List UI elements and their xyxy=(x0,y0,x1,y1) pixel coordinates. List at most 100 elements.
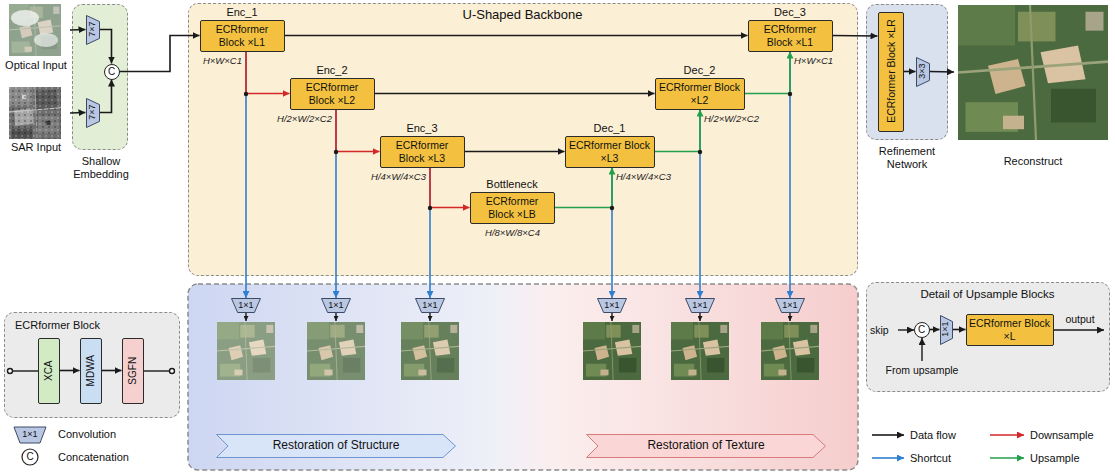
node-label: 1×1 xyxy=(600,300,624,310)
heading: Enc_1 xyxy=(201,6,284,19)
flow-arrow xyxy=(285,35,748,37)
input-images xyxy=(9,4,61,139)
port-label: From upsample xyxy=(872,364,972,376)
stage-banner: Restoration of Texture xyxy=(586,434,826,458)
dimension-label: H/4×W/4×C3 xyxy=(362,172,426,183)
node-label: 1×1 xyxy=(324,300,348,310)
conv-block: 7×7 xyxy=(86,98,100,128)
node-label: C xyxy=(107,66,117,78)
conv-block: 7×7 xyxy=(86,15,100,45)
node-label: C xyxy=(917,324,927,336)
node-label: 1×1 xyxy=(418,300,442,310)
node-label: ECRformer Block ×L xyxy=(969,317,1051,341)
node-label: ECRformer Block ×L1 xyxy=(751,23,830,47)
conv-block: 1×1 xyxy=(231,298,261,313)
transformer-block: Enc_3ECRformer Block ×L3 xyxy=(380,136,465,168)
transformer-block: Enc_2ECRformer Block ×L2 xyxy=(290,78,375,110)
node-label: ECRformer Block ×L2 xyxy=(658,81,742,105)
node-label: ECRformer Block ×LB xyxy=(473,195,552,219)
heading: Shallow Embedding xyxy=(61,155,141,180)
heading: Detail of Upsample Blocks xyxy=(867,288,1108,301)
stage-banner: Restoration of Structure xyxy=(216,434,456,458)
module-panel: ECRformer BlockXCA MDWA SGFN xyxy=(4,312,180,418)
dimension-label: H/2×W/2×C2 xyxy=(704,114,774,125)
port-label: output xyxy=(1056,313,1104,325)
conv-block: 1×1 xyxy=(415,298,445,313)
node-label: XCA xyxy=(43,360,55,381)
node-label: 1×1 xyxy=(941,322,951,337)
transformer-block: Dec_1ECRformer Block ×L3 xyxy=(565,136,655,168)
legend-label: Downsample xyxy=(1030,429,1094,442)
node-label: 1×1 xyxy=(778,300,802,310)
dimension-label: H/8×W/8×C4 xyxy=(470,228,555,239)
conv-block: 1×1 xyxy=(597,298,627,313)
heading: Optical Input xyxy=(2,59,70,72)
node-label: ECRformer Block ×L1 xyxy=(203,23,282,47)
node-label: 7×7 xyxy=(87,105,97,120)
node-label: ECRformer Block ×L3 xyxy=(568,139,652,163)
node-label: SGFN xyxy=(127,357,139,385)
module-block: XCA xyxy=(38,338,60,404)
heading: Refinement Network xyxy=(859,145,955,170)
node-label: MDWA xyxy=(85,355,97,386)
transformer-block: BottleneckECRformer Block ×LB xyxy=(470,192,555,224)
legend-symbol-label: 1×1 xyxy=(14,429,46,439)
flow-arrow xyxy=(904,71,916,73)
heading: Dec_3 xyxy=(749,6,832,19)
flow-arrow xyxy=(930,329,940,331)
heading: SAR Input xyxy=(2,141,70,154)
conv-block: 1×1 xyxy=(775,298,805,313)
legend-label: Upsample xyxy=(1030,452,1080,465)
heading: Bottleneck xyxy=(471,178,554,191)
node-label: 1×1 xyxy=(688,300,712,310)
dimension-label: H/2×W/2×C2 xyxy=(268,114,332,125)
legend-label: Data flow xyxy=(910,429,956,442)
port-label: skip xyxy=(870,324,898,336)
legend-label: Concatenation xyxy=(58,451,129,464)
node-label: 7×7 xyxy=(87,22,97,37)
input-image: SAR Input xyxy=(2,84,70,158)
output-image: Reconstruct xyxy=(954,3,1112,175)
transformer-block: Enc_1ECRformer Block ×L1 xyxy=(200,20,285,52)
module-block: SGFN xyxy=(122,338,144,404)
flow-arrow xyxy=(375,93,655,95)
node-label: ECRformer Block ×LR xyxy=(884,20,896,124)
module-block: MDWA xyxy=(80,338,102,404)
flow-arrow xyxy=(102,370,122,372)
legend-symbol-label: C xyxy=(22,451,38,463)
conv-block: 1×1 xyxy=(940,315,953,345)
module-panel: Shallow Embedding7×77×7C xyxy=(72,4,128,150)
concat-symbol: C xyxy=(104,64,120,80)
heading: ECRformer Block xyxy=(15,319,165,332)
dimension-label: H/4×W/4×C3 xyxy=(616,172,686,183)
heading: Dec_2 xyxy=(656,64,744,77)
heading: Dec_1 xyxy=(566,122,654,135)
heading: Enc_3 xyxy=(381,122,464,135)
conv-block: 1×1 xyxy=(321,298,351,313)
legend-label: Shortcut xyxy=(910,452,951,465)
transformer-block: Dec_2ECRformer Block ×L2 xyxy=(655,78,745,110)
heading: Reconstruct xyxy=(954,155,1112,168)
dimension-label: H×W×C1 xyxy=(198,56,242,67)
flow-arrow xyxy=(60,370,80,372)
node-label: ECRformer Block ×L2 xyxy=(293,81,372,105)
node-label: Restoration of Structure xyxy=(219,439,453,453)
heading: Enc_2 xyxy=(291,64,374,77)
node-label: Restoration of Texture xyxy=(589,439,823,453)
flow-arrow xyxy=(465,151,565,153)
node-label: ECRformer Block ×L3 xyxy=(383,139,462,163)
flow-arrow xyxy=(953,329,966,331)
node-label: 1×1 xyxy=(234,300,258,310)
transformer-block: ECRformer Block ×LR xyxy=(878,12,904,132)
concat-symbol: C xyxy=(914,322,930,338)
legend-label: Convolution xyxy=(58,428,116,441)
transformer-block: ECRformer Block ×L xyxy=(966,314,1054,346)
node-label: 3×3 xyxy=(917,64,927,79)
dimension-label: H×W×C1 xyxy=(794,56,850,67)
restoration-panel xyxy=(188,284,858,470)
input-image: Optical Input xyxy=(2,2,70,76)
conv-block: 3×3 xyxy=(916,57,930,87)
reconstructed-image xyxy=(958,5,1108,140)
legend-samples xyxy=(14,427,46,465)
